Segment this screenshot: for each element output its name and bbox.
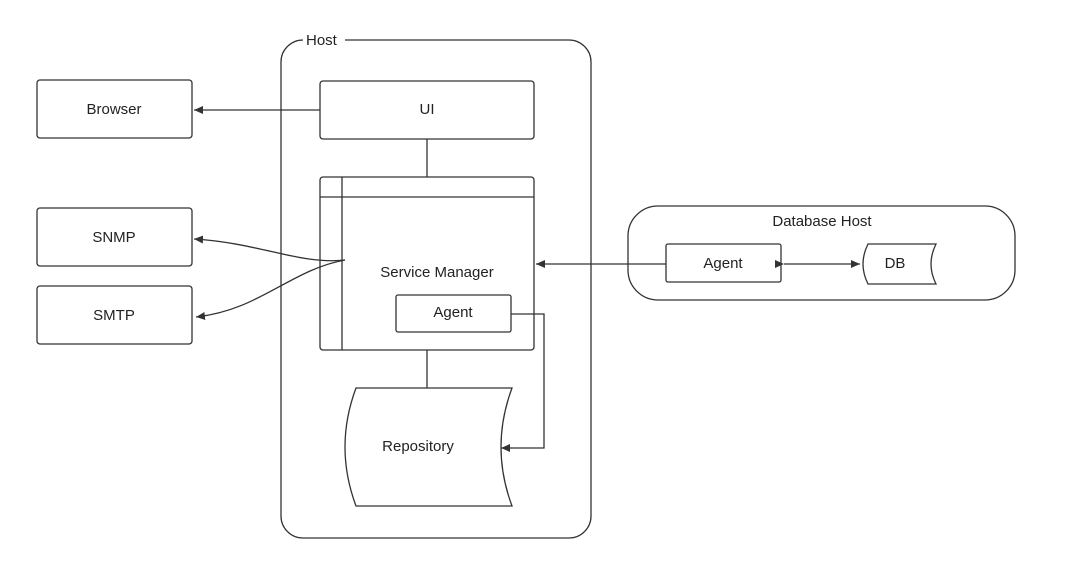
smtp-label: SMTP [93,307,135,324]
db-label: DB [885,255,906,272]
host-agent-node: Agent [395,294,512,333]
repository-label: Repository [382,438,454,455]
snmp-label: SNMP [92,229,135,246]
db-agent-node: Agent [665,243,782,283]
smtp-node: SMTP [36,285,193,345]
agent-to-repository-arrow [501,313,545,452]
db-agent-label: Agent [703,255,743,272]
service-manager-label: Service Manager [380,264,493,281]
snmp-node: SNMP [36,207,193,267]
ui-label: UI [420,101,435,118]
repository-node: Repository [344,387,513,507]
browser-label: Browser [86,101,141,118]
ui-node: UI [319,80,535,140]
database-host-label: Database Host [772,213,872,230]
host-agent-label: Agent [433,304,473,321]
host-label: Host [306,32,338,49]
service-manager-to-smtp-arrow [195,259,346,320]
db-node: DB [862,243,938,285]
service-manager-to-snmp-arrow [193,235,346,262]
browser-node: Browser [36,79,193,139]
